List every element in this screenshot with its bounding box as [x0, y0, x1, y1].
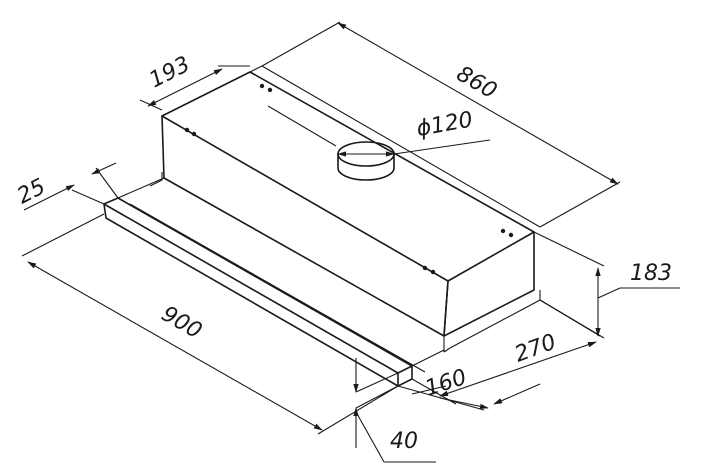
top-back-edge [249, 65, 263, 73]
mount-hole [267, 87, 273, 93]
dim-183: 183 [533, 231, 680, 339]
mount-hole [184, 127, 190, 133]
dim-193: 193 [139, 52, 250, 111]
panel-top [103, 197, 413, 374]
dim-phi120: ϕ120 [267, 105, 491, 157]
label-25: 25 [13, 174, 49, 209]
mount-hole [430, 269, 436, 275]
tray-right-edge [411, 349, 445, 367]
mount-hole [508, 232, 514, 238]
tray-left-stop [149, 172, 163, 187]
label-860: 860 [452, 62, 501, 105]
front-panel [103, 172, 541, 387]
body-right-face [443, 231, 535, 337]
label-270: 270 [512, 330, 560, 368]
dim-40: 40 [353, 358, 436, 463]
mount-hole [191, 131, 197, 137]
panel-front [103, 203, 399, 387]
label-phi120: ϕ120 [415, 107, 475, 141]
dim-160: 160 [397, 365, 541, 411]
top-back-strip [261, 65, 541, 228]
dim-25: 25 [13, 162, 119, 211]
tray-inner-line [129, 203, 426, 373]
mount-hole [259, 83, 265, 89]
label-40: 40 [390, 429, 418, 454]
duct-cylinder [337, 153, 395, 181]
label-183: 183 [630, 261, 672, 286]
tray-left-edge [117, 177, 165, 199]
label-900: 900 [157, 302, 206, 345]
mount-hole [500, 228, 506, 234]
mount-hole [422, 265, 428, 271]
label-160: 160 [422, 365, 470, 402]
